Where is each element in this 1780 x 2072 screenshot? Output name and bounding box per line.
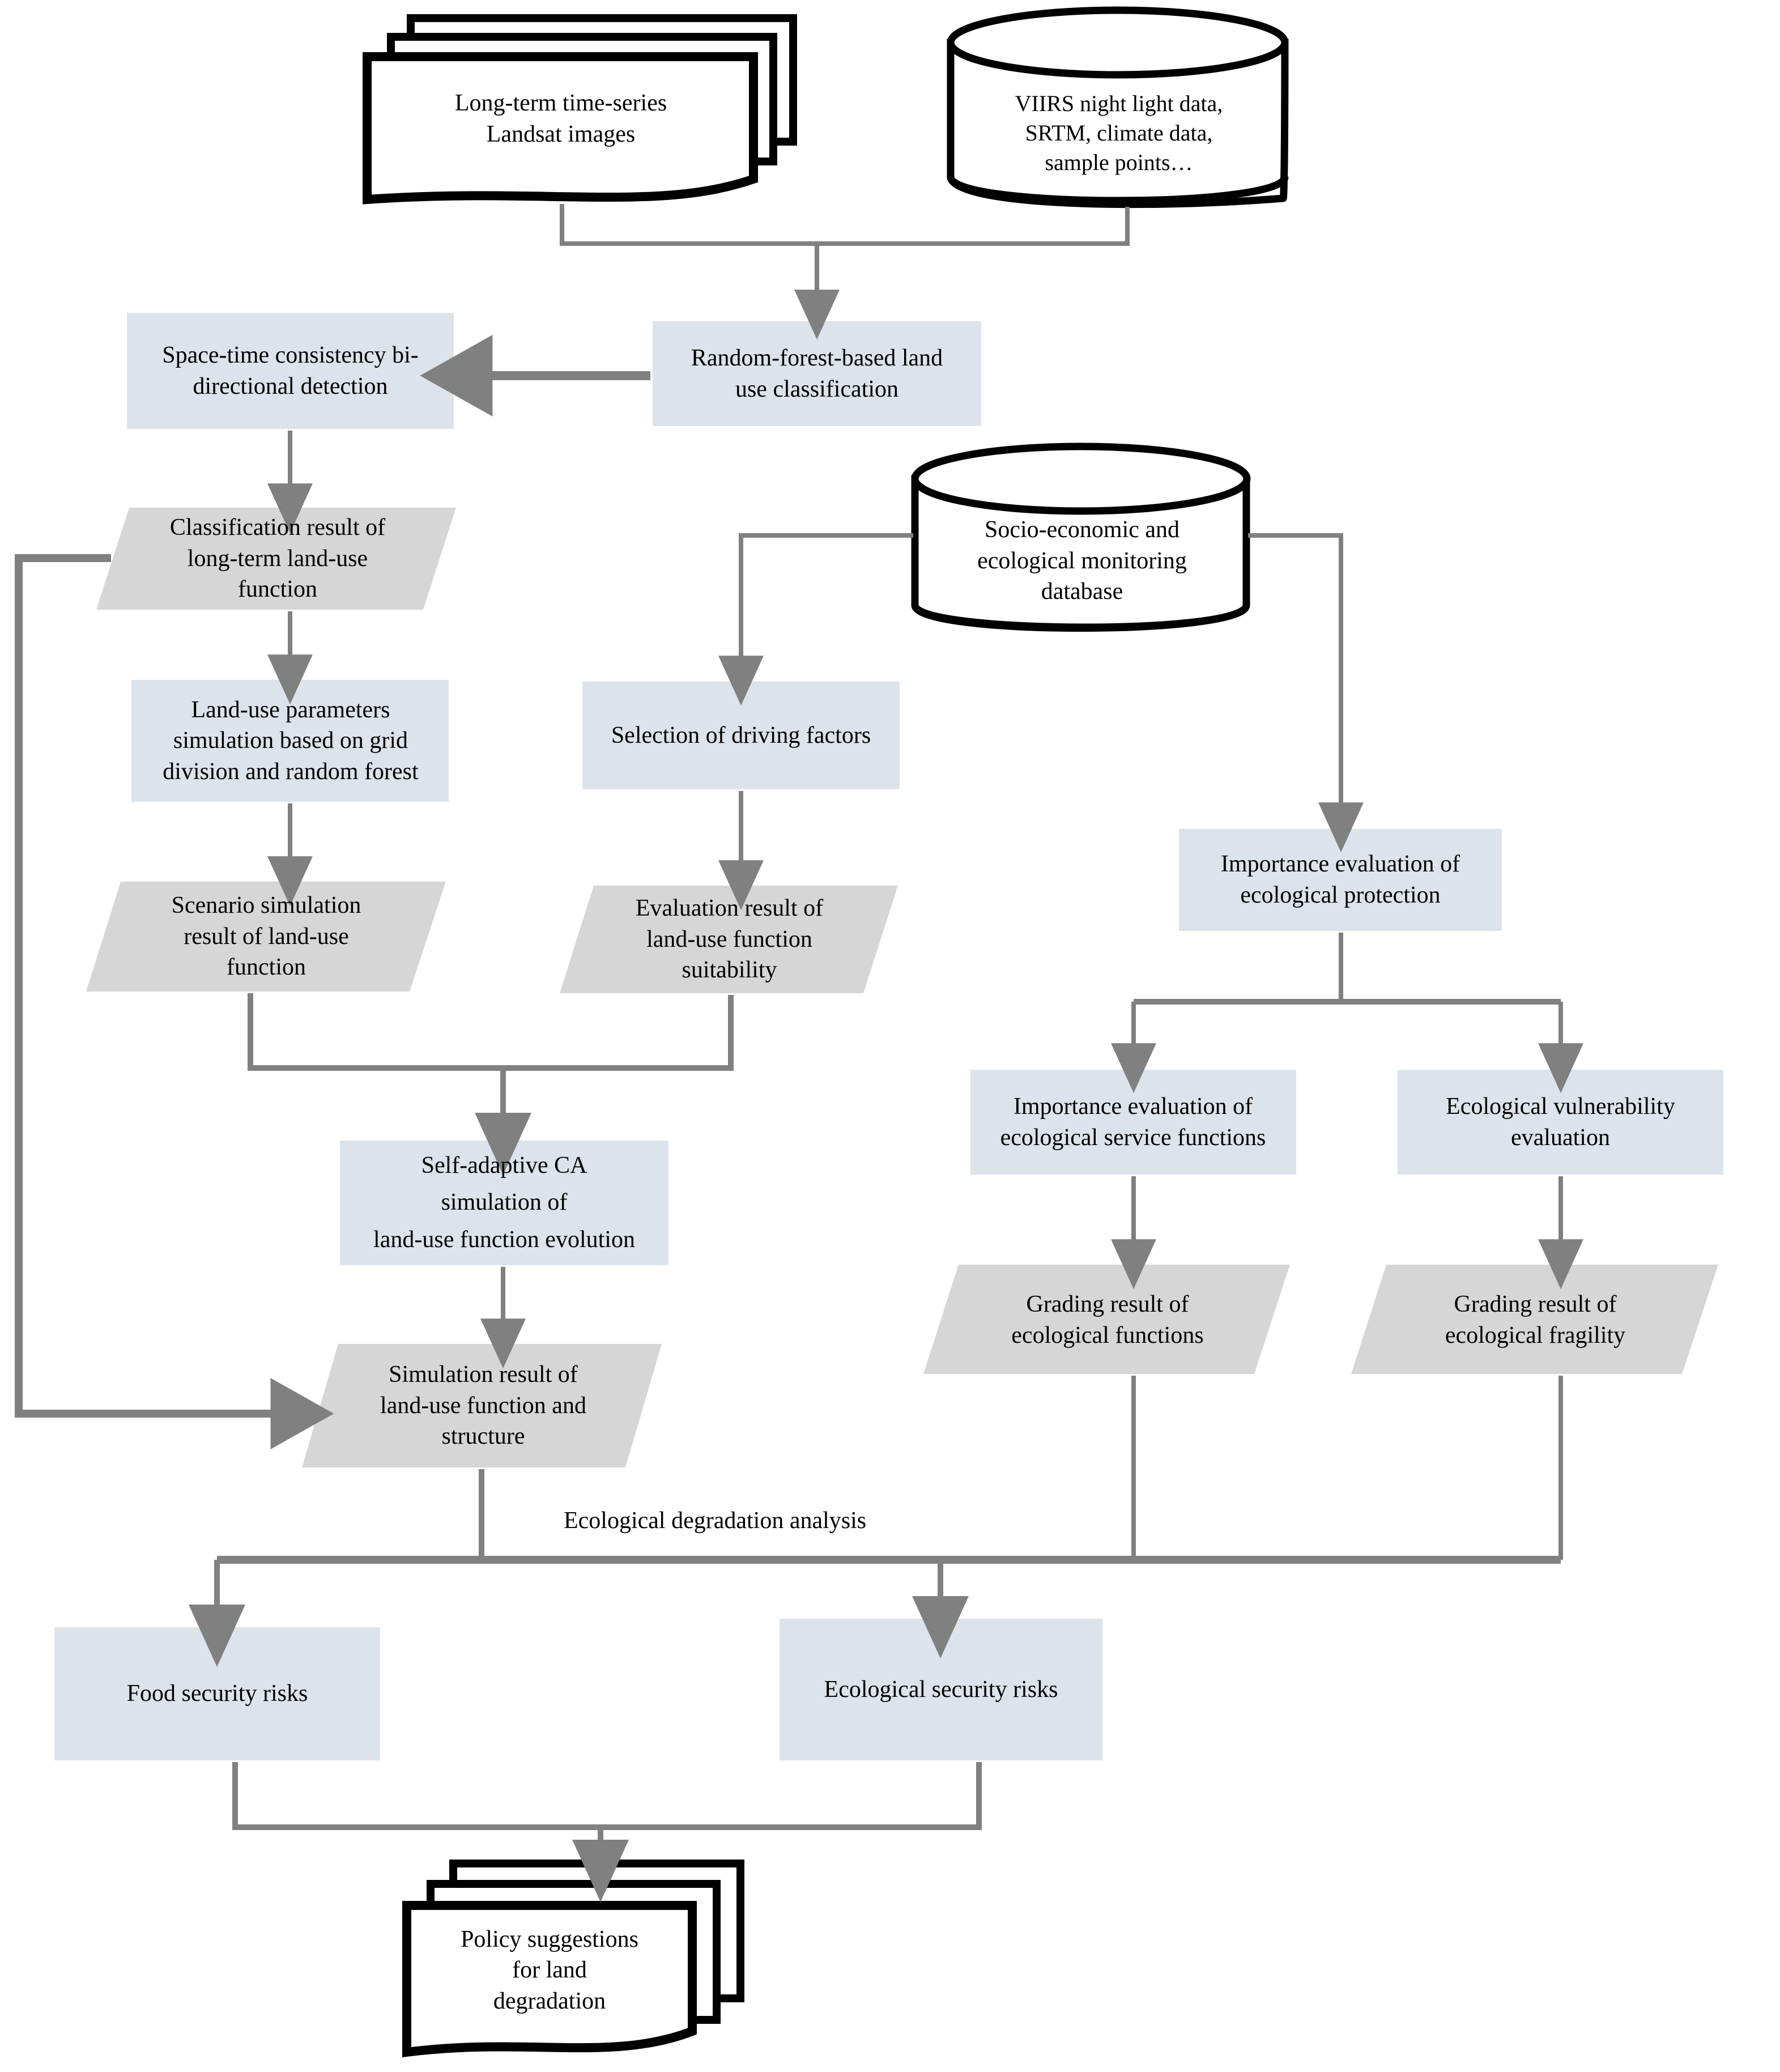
node-simulation-result-structure xyxy=(302,1344,662,1467)
node-food-security-risks xyxy=(54,1627,380,1760)
node-landsat-images xyxy=(363,14,797,205)
edge-degradation-bus xyxy=(189,1376,1563,1667)
node-viirs-database xyxy=(947,6,1289,209)
node-classification-result xyxy=(96,508,456,610)
edge-results-to-self-adaptive-ca xyxy=(248,993,734,1175)
node-rf-classification xyxy=(653,321,981,426)
edge-database-to-driving-factors xyxy=(718,533,913,706)
node-ecological-security-risks xyxy=(780,1619,1102,1760)
node-grading-ecological-fragility xyxy=(1351,1265,1718,1374)
node-grading-ecological-functions xyxy=(923,1265,1290,1374)
node-driving-factors xyxy=(582,682,900,789)
node-socioeconomic-database xyxy=(911,443,1251,632)
node-landuse-parameters xyxy=(131,680,449,802)
label-ecological-degradation-analysis: Ecological degradation analysis xyxy=(564,1508,867,1534)
edge-sources-to-classification xyxy=(560,204,1130,340)
node-ecological-service-functions xyxy=(970,1070,1296,1175)
node-ecological-vulnerability xyxy=(1398,1070,1723,1175)
edge-risks-to-policy xyxy=(232,1762,982,1902)
edge-database-to-ecological-protection xyxy=(1248,533,1364,853)
node-evaluation-suitability-result xyxy=(560,886,898,993)
node-spacetime-detection xyxy=(127,313,454,429)
edge-ecological-protection-split xyxy=(1111,933,1583,1094)
node-self-adaptive-ca xyxy=(340,1141,668,1265)
edge-classification-result-to-simulation-result xyxy=(15,554,334,1449)
node-scenario-simulation-result xyxy=(86,882,446,992)
node-policy-suggestions xyxy=(402,1860,744,2058)
node-ecological-protection xyxy=(1179,829,1502,931)
